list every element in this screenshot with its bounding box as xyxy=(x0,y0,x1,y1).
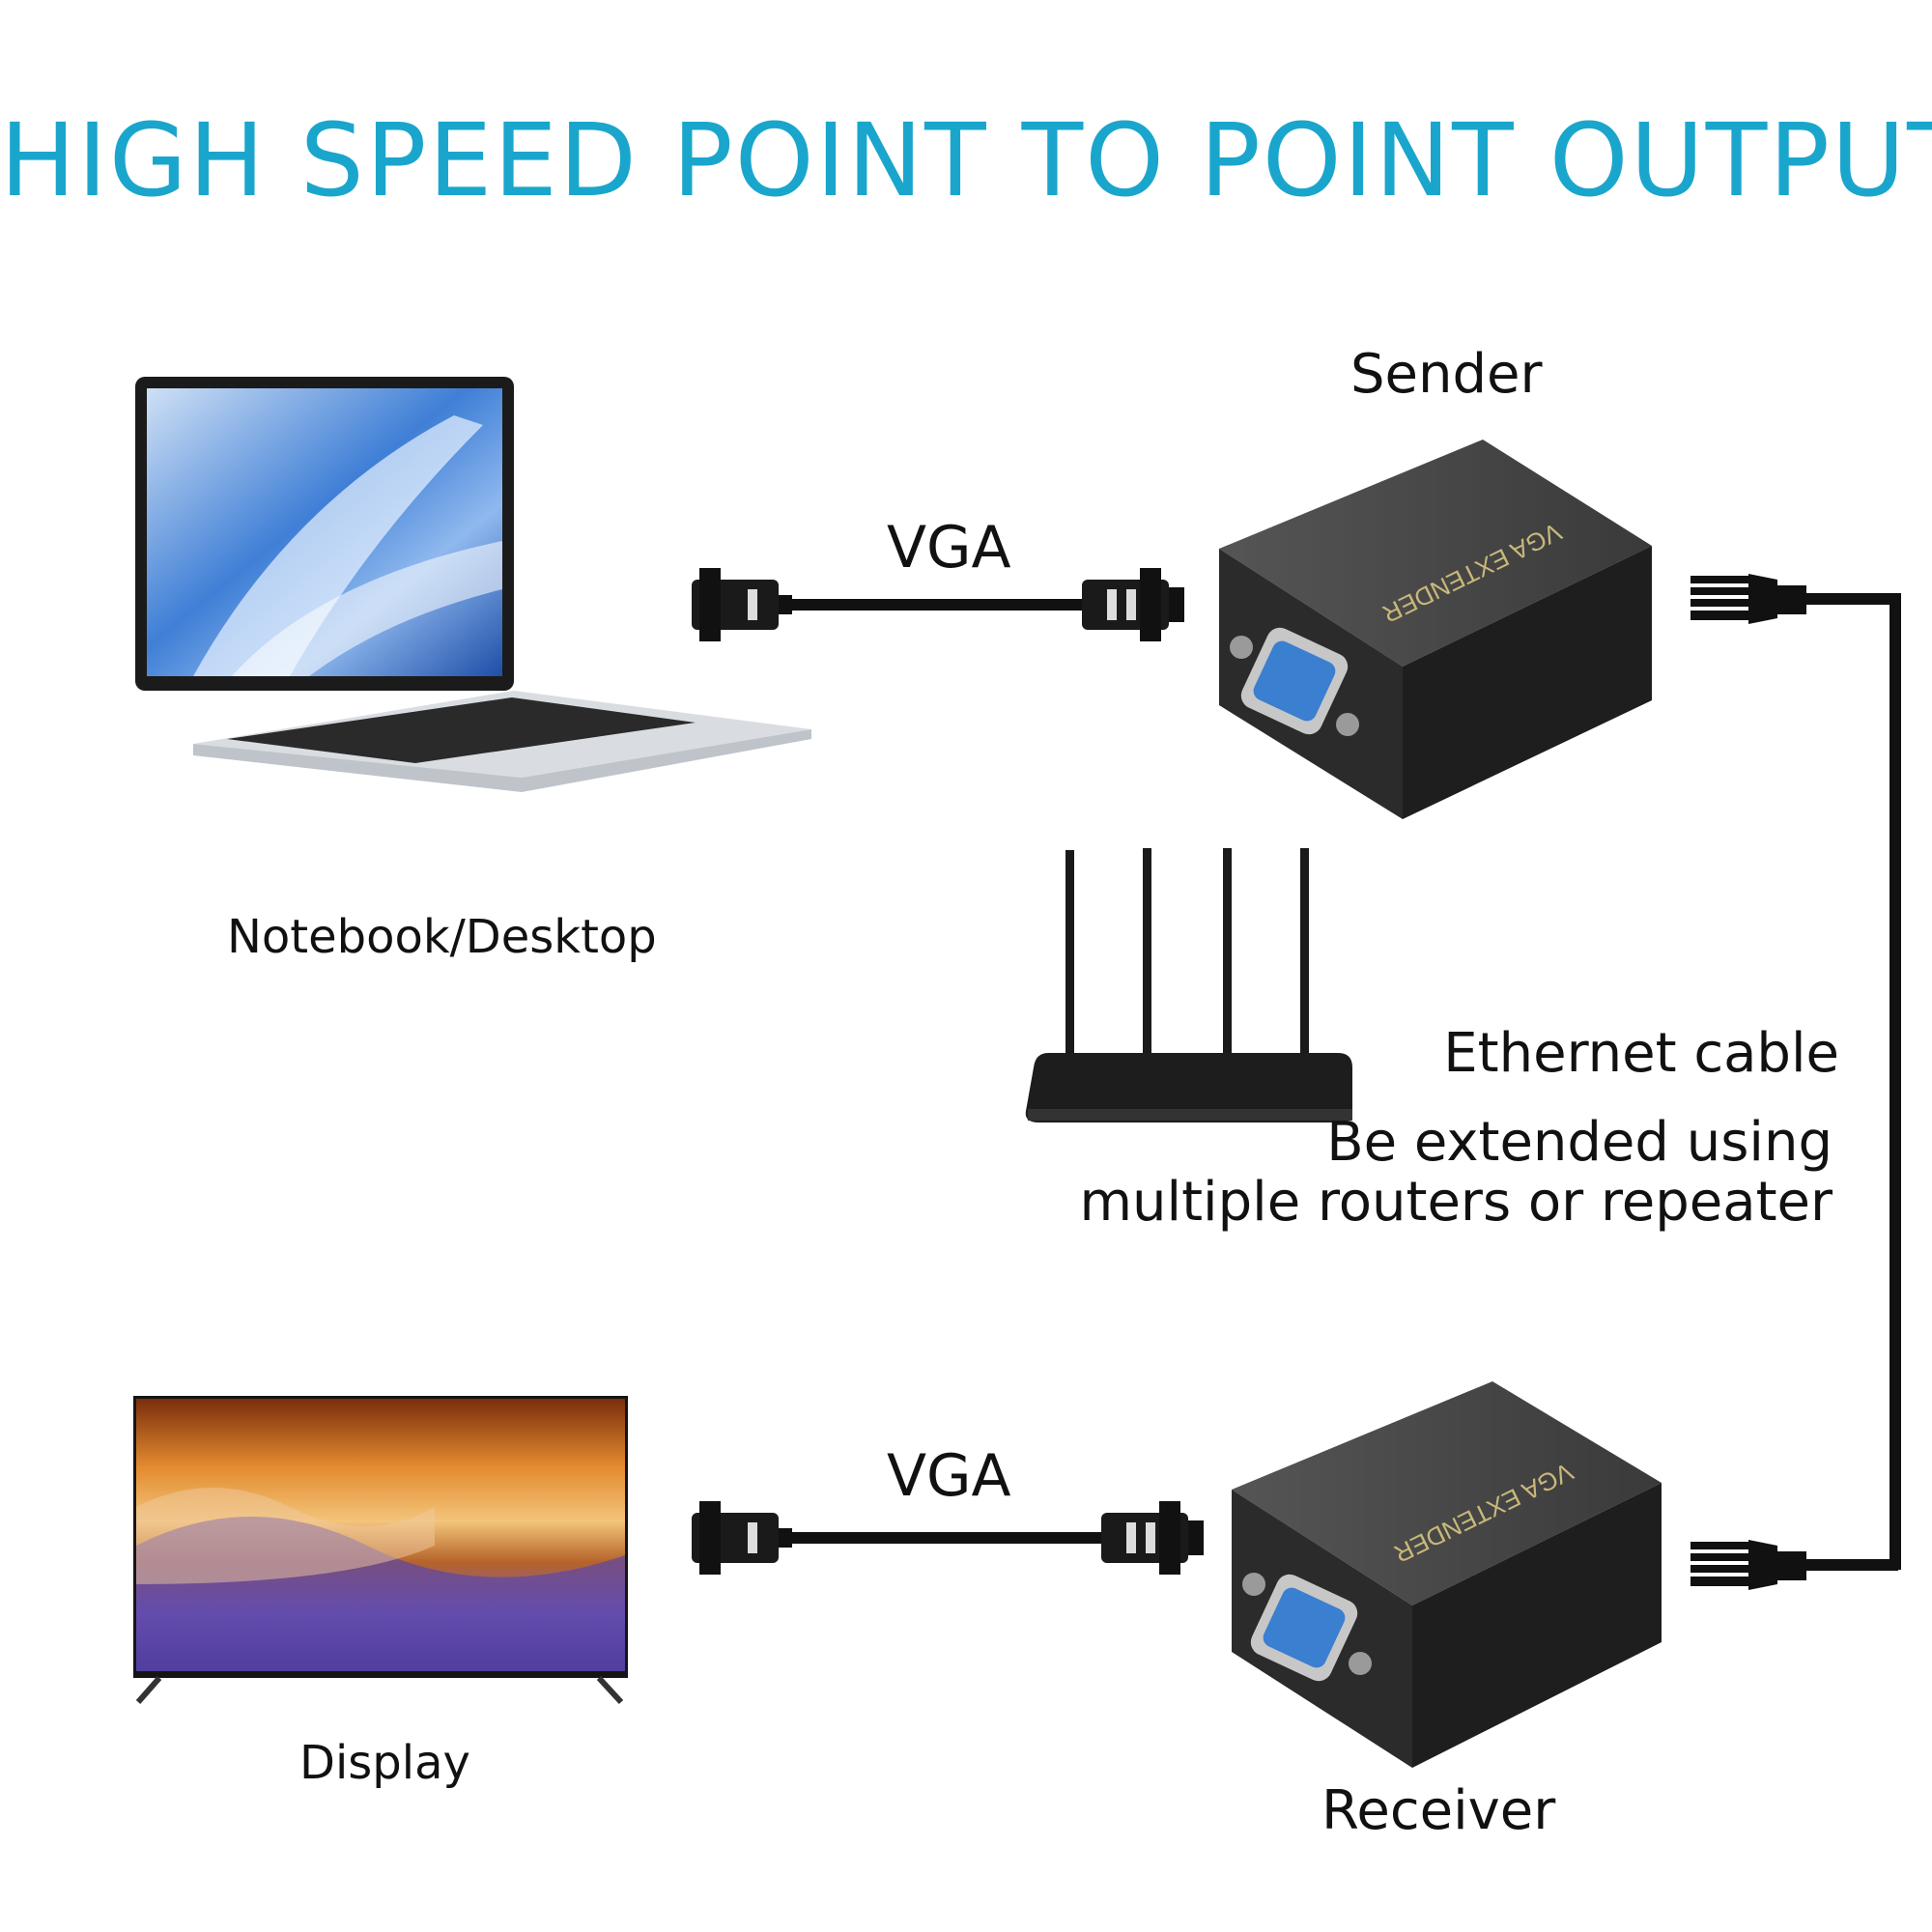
extend-note-line1: Be extended using xyxy=(1326,1111,1833,1174)
rj45-connector-icon xyxy=(1690,1540,1898,1590)
rj45-connector-icon xyxy=(1690,574,1898,624)
ethernet-cable-label: Ethernet cable xyxy=(1443,1022,1839,1085)
vga-label-top: VGA xyxy=(887,514,1011,582)
vga-cable-icon xyxy=(692,1501,1204,1575)
vga-label-bottom: VGA xyxy=(887,1442,1011,1510)
sender-label: Sender xyxy=(1350,343,1543,406)
receiver-label: Receiver xyxy=(1321,1779,1556,1842)
extend-note-line2: multiple routers or repeater xyxy=(1079,1171,1833,1234)
vga-cable-icon xyxy=(692,568,1184,641)
tv-display-icon xyxy=(133,1396,628,1705)
vga-extender-receiver-icon: VGA EXTENDER xyxy=(1232,1381,1662,1768)
router-icon xyxy=(1025,848,1352,1122)
vga-extender-sender-icon: VGA EXTENDER xyxy=(1219,440,1652,819)
page-title: HIGH SPEED POINT TO POINT OUTPUT xyxy=(0,101,1932,219)
notebook-label: Notebook/Desktop xyxy=(227,910,657,964)
laptop-icon xyxy=(135,377,811,792)
display-label: Display xyxy=(299,1736,470,1790)
